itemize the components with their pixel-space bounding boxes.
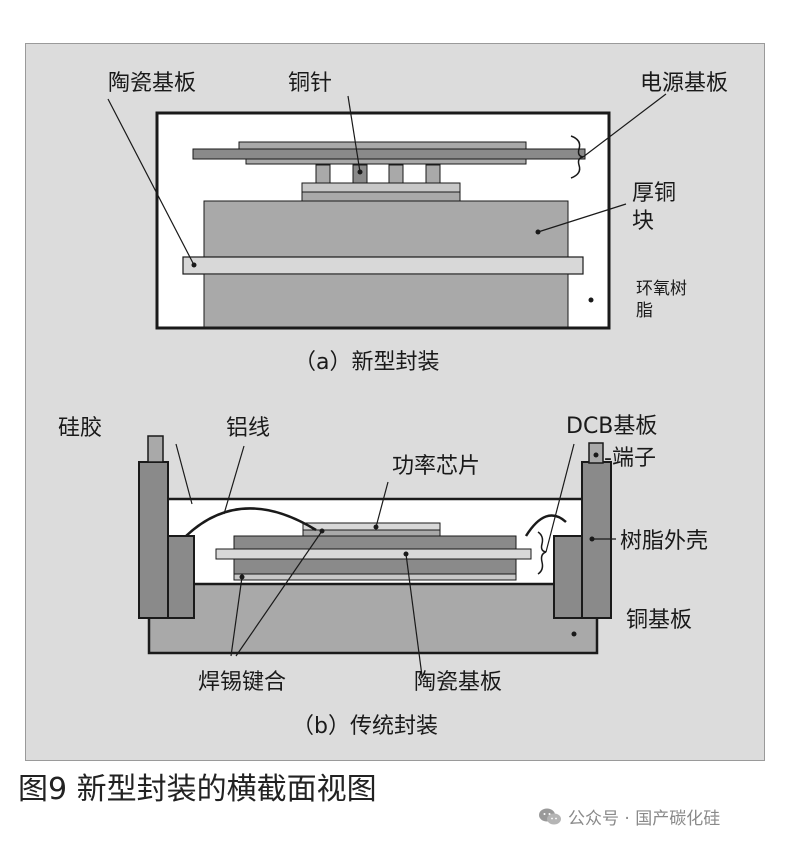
watermark-text: 公众号 · 国产碳化硅 bbox=[568, 809, 721, 829]
chip-layer bbox=[301, 182, 461, 193]
aluminum-wire bbox=[524, 514, 567, 537]
caption-panel-b: （b）传统封装 bbox=[292, 714, 438, 739]
label-solder-bond: 焊锡键合 bbox=[198, 670, 287, 695]
label-thick-copper-line1: 厚铜 bbox=[632, 181, 677, 206]
leader-dot bbox=[357, 169, 363, 175]
label-epoxy-line1: 环氧树 bbox=[636, 279, 687, 299]
power-substrate-lower bbox=[245, 158, 527, 165]
leader-dot bbox=[319, 528, 325, 534]
panel-a-drawing bbox=[107, 93, 667, 330]
label-silicone-gel: 硅胶 bbox=[58, 416, 103, 441]
leader-dot bbox=[588, 297, 594, 303]
label-ceramic-substrate-a: 陶瓷基板 bbox=[108, 71, 197, 96]
label-aluminum-wire: 铝线 bbox=[226, 416, 271, 441]
leader-power-substrate bbox=[582, 93, 667, 158]
dcb-copper-bottom bbox=[233, 558, 517, 575]
dcb-copper-top bbox=[233, 535, 517, 550]
dcb-ceramic bbox=[215, 548, 532, 560]
thick-copper-block bbox=[203, 200, 569, 259]
aluminum-wire bbox=[185, 507, 317, 537]
ceramic-substrate bbox=[182, 256, 584, 275]
label-epoxy-line2: 脂 bbox=[636, 301, 653, 321]
power-substrate-top bbox=[192, 148, 586, 160]
leader-dot bbox=[571, 631, 577, 637]
leader-dcb bbox=[545, 443, 575, 553]
leader-dot bbox=[589, 536, 595, 542]
label-power-chip: 功率芯片 bbox=[392, 454, 481, 479]
leader-dot bbox=[191, 262, 197, 268]
lower-copper-block bbox=[203, 273, 569, 328]
label-dcb-substrate: DCB基板 bbox=[566, 414, 658, 439]
leader-thick-copper bbox=[537, 203, 627, 233]
leader-chip bbox=[375, 481, 389, 528]
label-copper-baseplate: 铜基板 bbox=[626, 608, 693, 633]
leader-dot bbox=[535, 229, 541, 235]
right-housing-wall bbox=[581, 461, 612, 619]
power-substrate-bottom bbox=[238, 141, 527, 150]
leader-dot bbox=[239, 574, 245, 580]
chip-base bbox=[301, 191, 461, 202]
leader-silicone bbox=[175, 443, 193, 505]
copper-pin bbox=[315, 164, 331, 184]
label-ceramic-substrate-b: 陶瓷基板 bbox=[414, 670, 503, 695]
copper-baseplate bbox=[147, 582, 599, 655]
leader-copper-pin bbox=[347, 95, 361, 173]
left-housing-step bbox=[167, 535, 195, 619]
left-terminal bbox=[147, 435, 164, 463]
copper-pin bbox=[425, 164, 441, 184]
power-chip bbox=[302, 522, 441, 531]
leader-ceramic-b bbox=[405, 553, 423, 677]
right-housing-step bbox=[553, 535, 583, 619]
panel-b-drawing bbox=[138, 435, 616, 677]
wechat-icon bbox=[539, 808, 561, 824]
leader-dot bbox=[373, 524, 379, 530]
watermark: 公众号 · 国产碳化硅 bbox=[538, 804, 720, 829]
label-copper-pin: 铜针 bbox=[288, 71, 333, 96]
label-thick-copper-line2: 块 bbox=[632, 209, 655, 234]
cross-section-diagram bbox=[107, 93, 667, 677]
leader-dot bbox=[403, 551, 409, 557]
leader-aluminum bbox=[223, 445, 245, 515]
copper-pin bbox=[388, 164, 404, 184]
label-resin-housing: 树脂外壳 bbox=[620, 529, 709, 554]
leader-solder bbox=[230, 576, 243, 657]
figure-panel: 陶瓷基板 铜针 电源基板 厚铜 块 环氧树 脂 （a）新型封装 硅胶 铝线 DC… bbox=[25, 43, 765, 761]
leader-solder bbox=[235, 530, 323, 657]
solder-layer bbox=[233, 573, 517, 581]
leader-ceramic-a bbox=[107, 98, 195, 266]
chip-solder bbox=[302, 529, 441, 537]
leader-dot bbox=[593, 452, 599, 458]
figure-title: 图9 新型封装的横截面视图 bbox=[18, 772, 377, 807]
caption-panel-a: （a）新型封装 bbox=[294, 350, 440, 375]
left-housing-wall bbox=[138, 461, 169, 619]
label-terminal: -端子 bbox=[604, 446, 656, 471]
label-power-substrate: 电源基板 bbox=[640, 71, 729, 96]
